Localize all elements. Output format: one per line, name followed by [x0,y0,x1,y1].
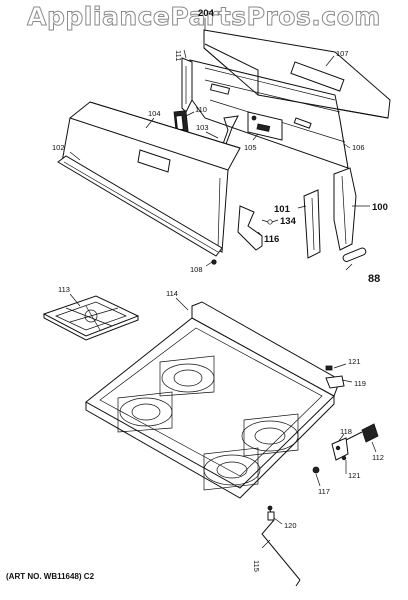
label-107: 107 [336,49,349,58]
label-121-upper: 121 [348,357,361,366]
label-103: 103 [196,123,209,132]
label-111: 111 [174,50,183,61]
clip-117 [312,466,320,474]
cooktop [85,301,341,499]
label-204: 204 [198,8,215,19]
label-113: 113 [58,285,70,294]
label-116: 116 [264,234,279,245]
art-number-caption: (ART NO. WB11648) C2 [6,572,95,581]
label-88: 88 [368,273,380,285]
label-114: 114 [166,289,178,298]
label-106: 106 [352,143,365,152]
label-120: 120 [284,521,297,530]
label-118: 118 [340,427,352,436]
label-121-lower: 121 [348,471,361,480]
label-100: 100 [372,202,388,213]
side-panel-100 [333,167,357,251]
screw-108 [211,259,217,265]
pin-88 [342,247,367,262]
label-110: 110 [195,105,207,114]
clip-119 [325,365,345,389]
label-101: 101 [274,204,291,215]
watermark: AppliancePartsPros.com [27,2,381,32]
label-117: 117 [318,487,330,496]
bracket-101 [303,189,321,259]
side-bracket-left [181,57,193,113]
label-134: 134 [280,216,297,227]
control-module [173,110,189,135]
burner-grate [42,295,140,341]
label-104: 104 [148,109,161,118]
label-119: 119 [354,379,366,388]
label-115: 115 [252,560,261,572]
support-rod [261,505,301,587]
label-105: 105 [244,143,257,152]
label-108: 108 [190,265,203,274]
label-112: 112 [372,453,384,462]
part-labels: 204 111 107 110 104 102 103 105 106 101 … [52,8,388,572]
clock-timer [247,111,283,141]
leader-lines [69,18,377,549]
trim-strip [57,155,223,257]
label-102: 102 [52,143,65,152]
latch-112 [331,423,379,461]
